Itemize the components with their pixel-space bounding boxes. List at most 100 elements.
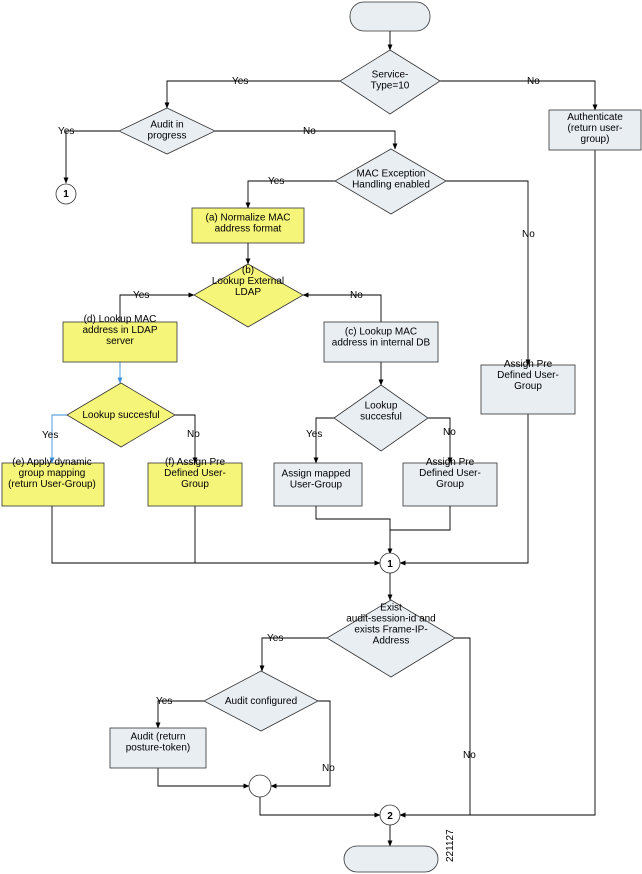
audit-progress-label-line: Audit in	[150, 120, 183, 131]
edge-mac-exception-yes	[245, 180, 335, 209]
edges	[49, 31, 598, 847]
assign-predef-right-label-line: Group	[514, 381, 542, 392]
authenticate-label-line: (return user-	[567, 123, 622, 134]
end-terminator	[343, 845, 439, 873]
assign-predef-f-label-line: Defined User-	[164, 468, 226, 479]
label-ap-yes: Yes	[58, 126, 74, 137]
label-ld-no: No	[350, 290, 363, 301]
assign-mapped-label-line: User-Group	[290, 480, 343, 491]
lookup-ldap-mac-label-line: address in LDAP	[82, 325, 157, 336]
start-terminator	[349, 1, 431, 32]
connector2-label-line: 2	[387, 811, 393, 822]
label-ac-no: No	[322, 763, 335, 774]
exist-session-label-line: exists Frame-IP-	[354, 625, 427, 636]
assign-predef-right-label-line: Defined User-	[497, 370, 559, 381]
edge-lookup-ok-ldap-yes	[49, 414, 67, 464]
label-es-no: No	[463, 750, 476, 761]
edge-audit-progress-yes	[63, 130, 119, 184]
label-lk1-no: No	[187, 429, 200, 440]
connector-1-top: 1	[55, 183, 77, 205]
edge-lookup-ok-int-yes	[313, 417, 334, 464]
label-me-yes: Yes	[268, 176, 284, 187]
edge-lookup-ok-int-no	[428, 417, 453, 464]
lookup-ldap-label-line: LDAP	[235, 287, 261, 298]
decision-audit-configured: Audit configured	[203, 670, 319, 732]
exist-session-label-line: Address	[373, 636, 410, 647]
edge-service-type-yes	[164, 80, 340, 109]
edge-lookup-ldap-yes	[119, 292, 195, 322]
exist-session-label-line: audit-session-id and	[346, 614, 436, 625]
audit-return-label-line: Audit (return	[130, 732, 185, 743]
lookup-ok-int-label-line: Lookup	[365, 401, 398, 412]
apply-dynamic-label-line: (return User-Group)	[8, 479, 96, 490]
connector1-top-label-line: 1	[63, 189, 69, 200]
edge-assign-mid-to-c1	[390, 506, 451, 531]
normalize-label-line: address format	[215, 224, 282, 235]
edge-mac-exception-no	[446, 180, 531, 366]
edge-audit-return-to-merge	[157, 768, 250, 789]
assign-predef-f-label-line: Group	[181, 479, 209, 490]
edge-assign-mapped-to-c1	[315, 506, 393, 555]
edge-assign-right-to-c1	[399, 414, 529, 566]
lookup-internal-label-line: address in internal DB	[332, 338, 431, 349]
assign-predef-mid-label-line: Assign Pre	[426, 457, 475, 468]
assign-predef-right-label-line: Assign Pre	[504, 359, 553, 370]
merge-circle	[248, 774, 272, 798]
label-st-yes: Yes	[232, 76, 248, 87]
lookup-ldap-mac-label-line: server	[106, 336, 134, 347]
edge-audit-progress-no	[215, 130, 398, 150]
label-es-yes: Yes	[267, 633, 283, 644]
edge-labels: Yes No Yes No Yes No Yes No Yes No Yes N…	[42, 76, 540, 774]
edge-lookup-ok-ldap-no	[175, 414, 198, 464]
edge-service-type-no	[440, 80, 598, 111]
label-ld-yes: Yes	[133, 290, 149, 301]
assign-predef-mid-label-line: Defined User-	[419, 468, 481, 479]
lookup-ok-ldap-label-line: Lookup succesful	[82, 410, 159, 421]
edge-merge-to-c2	[259, 797, 381, 818]
label-st-no: No	[527, 76, 540, 87]
assign-mapped-label-line: Assign mapped	[282, 469, 351, 480]
service-type-label-line: Service-	[372, 70, 409, 81]
mac-exception-label-line: Handling enabled	[352, 180, 430, 191]
authenticate-label-line: Authenticate	[567, 112, 623, 123]
process-authenticate: Authenticate(return user-group)	[548, 109, 642, 151]
label-ac-yes: Yes	[156, 696, 172, 707]
label-lk1-yes: Yes	[42, 430, 58, 441]
edge-exist-yes	[259, 637, 327, 672]
lookup-ok-int-label-line: succesful	[360, 412, 402, 423]
edge-audit-configured-no	[270, 700, 331, 789]
decision-lookup-successful-ldap: Lookup succesful	[66, 382, 176, 448]
lookup-ldap-label-line: Lookup External	[212, 276, 284, 287]
edge-authenticate-to-c2	[399, 150, 596, 818]
edge-apply-dynamic-to-c1	[51, 506, 381, 566]
exist-session-label-line: Exist	[380, 603, 402, 614]
label-ap-no: No	[303, 126, 316, 137]
label-me-no: No	[522, 229, 535, 240]
assign-predef-f-label-line: (f) Assign Pre	[165, 457, 225, 468]
lookup-ldap-mac-label-line: (d) Lookup MAC	[84, 314, 157, 325]
lookup-internal-label-line: (c) Lookup MAC	[345, 327, 417, 338]
audit-configured-label-line: Audit configured	[225, 696, 297, 707]
connector-2: 2	[379, 804, 401, 826]
audit-progress-label-line: progress	[148, 131, 187, 142]
connector1-mid-label-line: 1	[387, 559, 393, 570]
label-lk2-yes: Yes	[306, 429, 322, 440]
connector-1-mid: 1	[379, 552, 401, 574]
assign-predef-mid-label-line: Group	[436, 479, 464, 490]
edge-lookup-ldap-no	[302, 292, 382, 322]
lookup-ldap-label-line: (b)	[242, 265, 254, 276]
apply-dynamic-label-line: (e) Apply dynamic	[12, 457, 91, 468]
